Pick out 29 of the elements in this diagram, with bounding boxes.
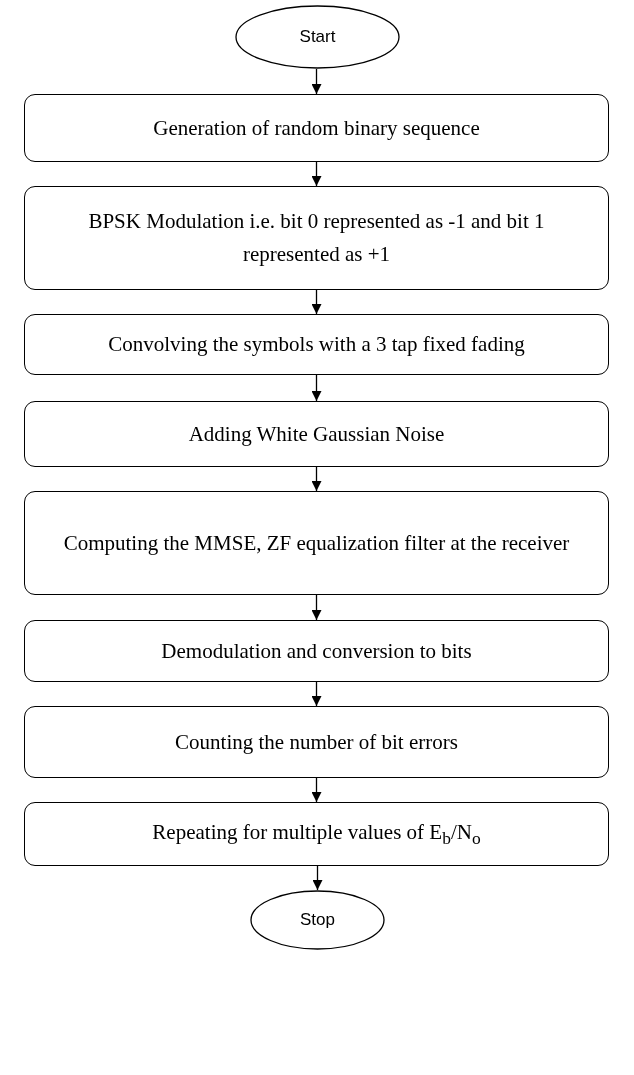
arrow [311, 594, 322, 621]
step-text: Adding White Gaussian Noise [187, 420, 446, 448]
arrow [312, 865, 323, 891]
process-box [24, 186, 609, 290]
step-text: Stop [300, 908, 335, 931]
process-box [24, 94, 609, 162]
arrow [311, 681, 322, 707]
step-text: Computing the MMSE, ZF equalization filter at the receiver [62, 529, 571, 557]
terminal-ellipse [250, 890, 385, 950]
step-text: Start [299, 25, 336, 48]
arrow [311, 289, 322, 315]
step-text: Repeating for multiple values of E$_{b}$/N$_{o}$ [151, 818, 482, 851]
arrow [311, 68, 322, 95]
step-text: Convolving the symbols with a 3 tap fixed fading [107, 331, 526, 359]
process-box [24, 802, 609, 866]
step-text: BPSK Modulation i.e. bit 0 represented as -1 and bit 1 represented as +1 [87, 208, 546, 268]
step-text: Counting the number of bit errors [174, 728, 459, 756]
step-text: Demodulation and conversion to bits [160, 637, 473, 665]
arrow [311, 777, 322, 803]
step-text: Generation of random binary sequence [152, 114, 481, 142]
process-box [24, 314, 609, 375]
arrow [311, 161, 322, 187]
terminal-ellipse [235, 5, 400, 69]
process-box [24, 401, 609, 467]
process-box [24, 706, 609, 778]
arrow [311, 374, 322, 402]
arrow [311, 466, 322, 492]
process-box [24, 620, 609, 682]
process-box [24, 491, 609, 595]
